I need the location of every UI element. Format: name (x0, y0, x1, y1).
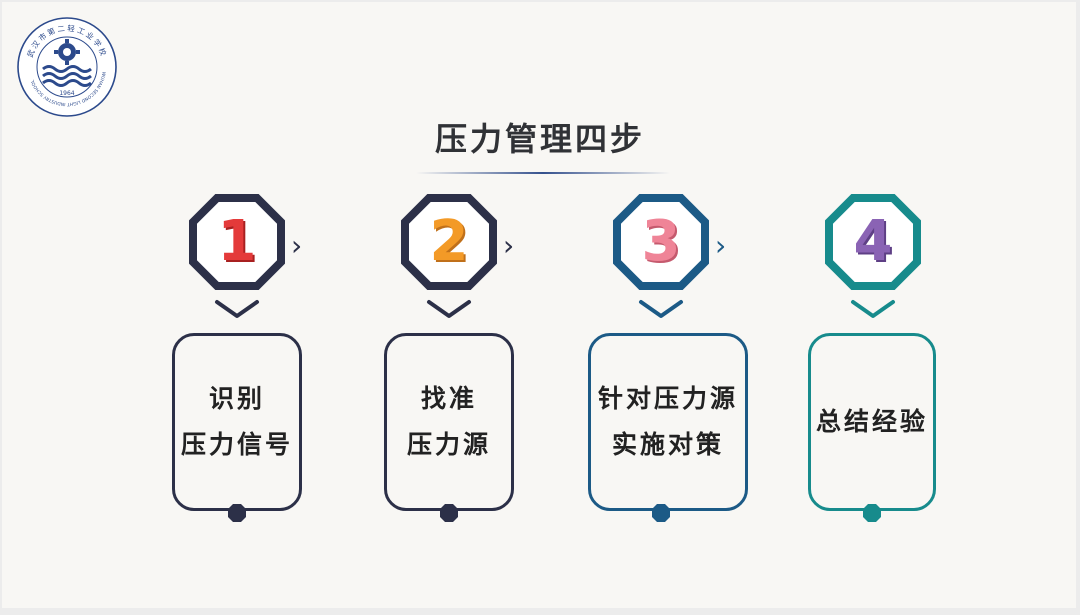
step-number: 4 (853, 209, 893, 274)
step-3: 3 › 针对压力源 实施对策 (588, 2, 748, 615)
step-1: 1 › 识别 压力信号 (172, 2, 302, 615)
chevron-right-icon: › (503, 229, 515, 262)
step-4: 4 总结经验 (808, 2, 938, 615)
step-text-line-1: 识别 (208, 384, 265, 413)
chevron-down-icon (427, 300, 471, 318)
chevron-down-icon (851, 300, 895, 318)
logo-year: 1964 (59, 90, 74, 97)
wave-icon (42, 65, 92, 87)
octagon-dot (440, 504, 458, 522)
step-text-line-1: 总结经验 (815, 407, 928, 436)
chevron-down-icon (639, 300, 683, 318)
octagon-badge (613, 194, 709, 290)
octagon-dot (652, 504, 670, 522)
step-number: 2 (429, 209, 469, 274)
slide: 1964 武汉市第二轻工业学校 WUHAN SECOND LIGHT INDUS… (2, 2, 1076, 608)
octagon-badge (189, 194, 285, 290)
octagon-badge (401, 194, 497, 290)
step-2: 2 › 找准 压力源 (384, 2, 514, 615)
step-text-line-1: 针对压力源 (597, 384, 738, 413)
gear-icon (54, 39, 80, 65)
chevron-right-icon: › (715, 229, 727, 262)
step-text-line-2: 压力信号 (180, 430, 293, 459)
step-number: 3 (641, 209, 681, 274)
school-logo: 1964 武汉市第二轻工业学校 WUHAN SECOND LIGHT INDUS… (17, 17, 117, 117)
octagon-badge (825, 194, 921, 290)
step-number: 1 (217, 209, 257, 274)
step-text-line-2: 实施对策 (611, 430, 724, 459)
step-text-line-1: 找准 (420, 384, 477, 413)
step-card: 针对压力源 实施对策 (588, 333, 748, 511)
step-text-line-2: 压力源 (406, 430, 491, 459)
step-card: 总结经验 (808, 333, 936, 511)
title-divider (416, 172, 670, 174)
page-title: 压力管理四步 (434, 120, 645, 158)
octagon-dot (228, 504, 246, 522)
chevron-down-icon (215, 300, 259, 318)
chevron-right-icon: › (291, 229, 303, 262)
step-card: 找准 压力源 (384, 333, 514, 511)
step-card: 识别 压力信号 (172, 333, 302, 511)
octagon-dot (863, 504, 881, 522)
